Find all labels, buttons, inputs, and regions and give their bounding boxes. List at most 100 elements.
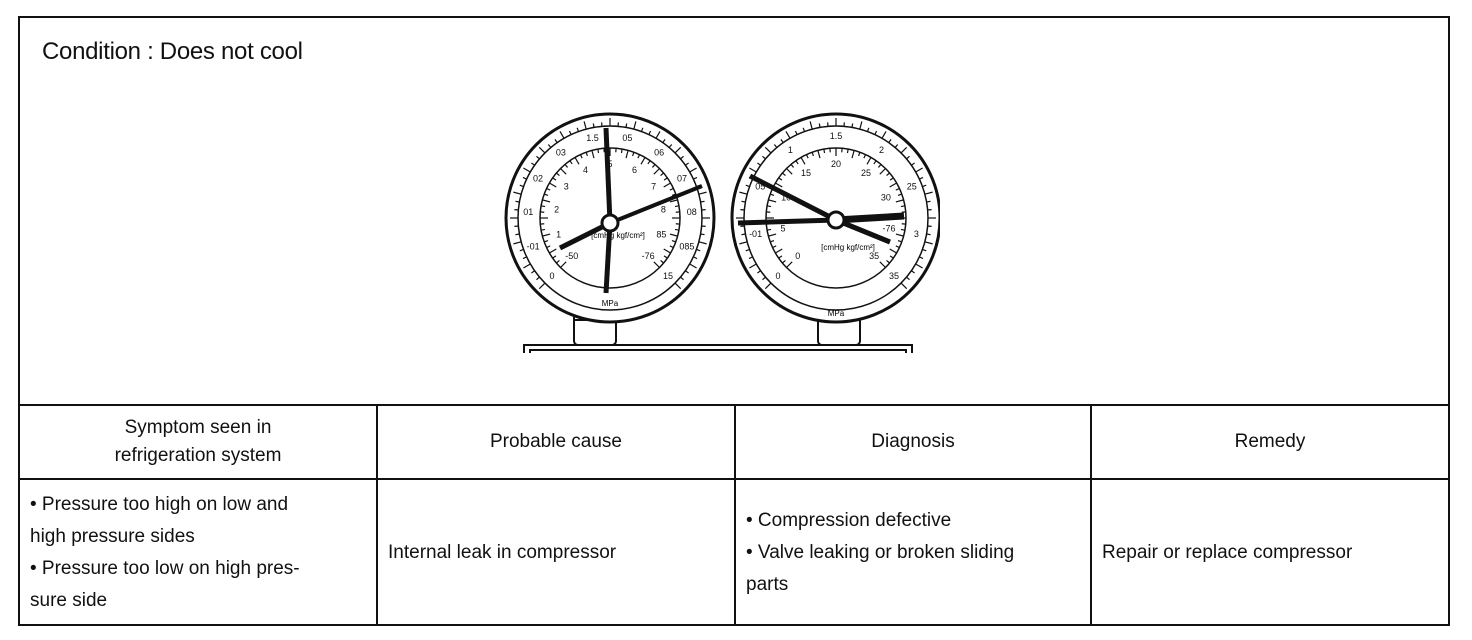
right-gauge-tick (809, 121, 813, 130)
right-gauge-inner-tick (781, 172, 786, 177)
right-gauge-inner-tick (900, 205, 906, 208)
left-gauge-outer-label: 15 (663, 271, 673, 281)
manifold-body (523, 344, 913, 353)
left-gauge-inner-label: 8 (661, 205, 666, 215)
right-gauge-inner-tick (879, 261, 886, 268)
left-gauge-tick (536, 155, 540, 160)
right-gauge-tick (881, 131, 887, 139)
right-gauge-tick (906, 276, 910, 281)
left-gauge-inner-label: -50 (565, 251, 578, 261)
right-gauge-inner-tick (895, 233, 904, 237)
right-gauge-tick (915, 263, 923, 269)
left-gauge-inner-tick (540, 228, 546, 231)
right-gauge-inner-label: 35 (869, 251, 879, 261)
right-gauge-inner-tick (795, 160, 799, 165)
left-gauge-outer-label: 08 (687, 207, 697, 217)
right-gauge-inner-tick (768, 233, 777, 237)
left-gauge-inner-tick (544, 240, 549, 243)
right-gauge-inner-tick (866, 157, 872, 165)
right-gauge-inner-label: 5 (781, 224, 786, 234)
symptom-line: • Pressure too low on high pres- (30, 558, 300, 579)
left-gauge-tick (519, 248, 524, 252)
right-gauge-tick (748, 256, 753, 260)
right-gauge-inner-tick (775, 248, 783, 254)
left-gauge-tick (698, 241, 707, 245)
left-gauge-inner-tick (669, 199, 678, 203)
right-gauge-inner-tick (770, 193, 775, 196)
left-gauge-outer-label: 05 (622, 133, 632, 143)
left-gauge-needle-4 (609, 184, 703, 225)
right-gauge-inner-tick (889, 177, 894, 181)
left-gauge-inner-tick (653, 168, 660, 175)
left-gauge-tick (696, 248, 701, 252)
right-gauge-inner-tick (817, 150, 821, 159)
left-gauge-tick (698, 191, 707, 195)
left-gauge-inner-label: 4 (583, 165, 588, 175)
left-gauge-inner-tick (585, 152, 588, 157)
left-gauge-tick (700, 233, 705, 236)
left-gauge-tick (522, 256, 527, 260)
header-diagnosis: Diagnosis (736, 406, 1092, 480)
right-gauge-tick (866, 127, 870, 132)
right-gauge-inner-label: 0 (795, 251, 800, 261)
left-gauge-tick (519, 184, 524, 188)
left-gauge-inner-tick (564, 163, 569, 168)
right-gauge-tick (764, 282, 772, 290)
left-gauge-inner-tick (560, 168, 567, 175)
left-gauge-tick (689, 167, 697, 173)
right-gauge-inner-tick (775, 182, 783, 188)
symptom-line: • Pressure too high on low and (30, 494, 289, 515)
right-gauge-tick (906, 155, 910, 160)
right-gauge-tick (741, 233, 746, 236)
right-gauge-inner-tick (770, 240, 775, 243)
left-gauge-tick (523, 167, 531, 173)
right-gauge-inner-tick (823, 148, 826, 154)
right-gauge-tick (749, 167, 757, 173)
right-gauge-outer-unit: MPa (828, 309, 845, 318)
left-gauge-ticks (510, 118, 710, 290)
right-gauge-tick (900, 282, 908, 290)
header-symptom-line-1: Symptom seen in (124, 417, 272, 438)
right-gauge-inner-unit: [cmHg kgf/cm²] (821, 243, 875, 252)
right-gauge-outer-label: 0 (776, 271, 781, 281)
left-gauge-inner-tick (660, 259, 665, 264)
right-gauge-tick (739, 191, 748, 195)
right-gauge-tick (780, 139, 784, 143)
right-gauge-ticks (736, 118, 936, 290)
left-gauge-tick (693, 176, 698, 180)
left-gauge-inner-tick (546, 245, 551, 249)
left-gauge-tick (685, 162, 689, 166)
left-gauge-tick (522, 176, 527, 180)
left-gauge-inner-tick (597, 148, 600, 154)
diagnosis-line: • Compression defective (746, 510, 952, 531)
left-gauge-inner-label: 6 (632, 165, 637, 175)
left-gauge-tick (536, 276, 540, 281)
left-gauge-inner-tick (546, 187, 551, 191)
left-gauge-inner-label: 3 (564, 181, 569, 191)
right-gauge-tick (922, 184, 927, 188)
left-gauge-tick (515, 200, 520, 203)
right-gauge-inner-tick (778, 177, 783, 181)
right-gauge-outer-label: 25 (907, 182, 917, 192)
left-gauge-tick (538, 146, 546, 154)
right-gauge-needle-1 (748, 173, 838, 223)
right-gauge-inner-tick (879, 168, 886, 175)
left-gauge-tick (685, 270, 689, 274)
left-gauge-outer-label: 02 (533, 174, 543, 184)
right-gauge-inner-tick (766, 205, 772, 208)
left-gauge-inner-tick (569, 160, 573, 165)
right-gauge-tick (745, 248, 750, 252)
left-gauge-tick (633, 121, 637, 130)
right-gauge-tick (911, 270, 915, 274)
left-gauge-inner-tick (653, 261, 660, 268)
right-gauge-inner-label: 20 (831, 159, 841, 169)
left-gauge-needle-2 (603, 222, 613, 294)
left-gauge-inner-tick (549, 248, 557, 254)
right-gauge-tick (818, 123, 821, 128)
right-gauge-tick (919, 176, 924, 180)
right-gauge-inner-tick (790, 163, 795, 168)
right-gauge-inner-tick (877, 163, 882, 168)
right-gauge-inner-tick (897, 193, 902, 196)
low-pressure-gauge: 0-010102031.50506070808515-501234567885-… (504, 112, 716, 324)
